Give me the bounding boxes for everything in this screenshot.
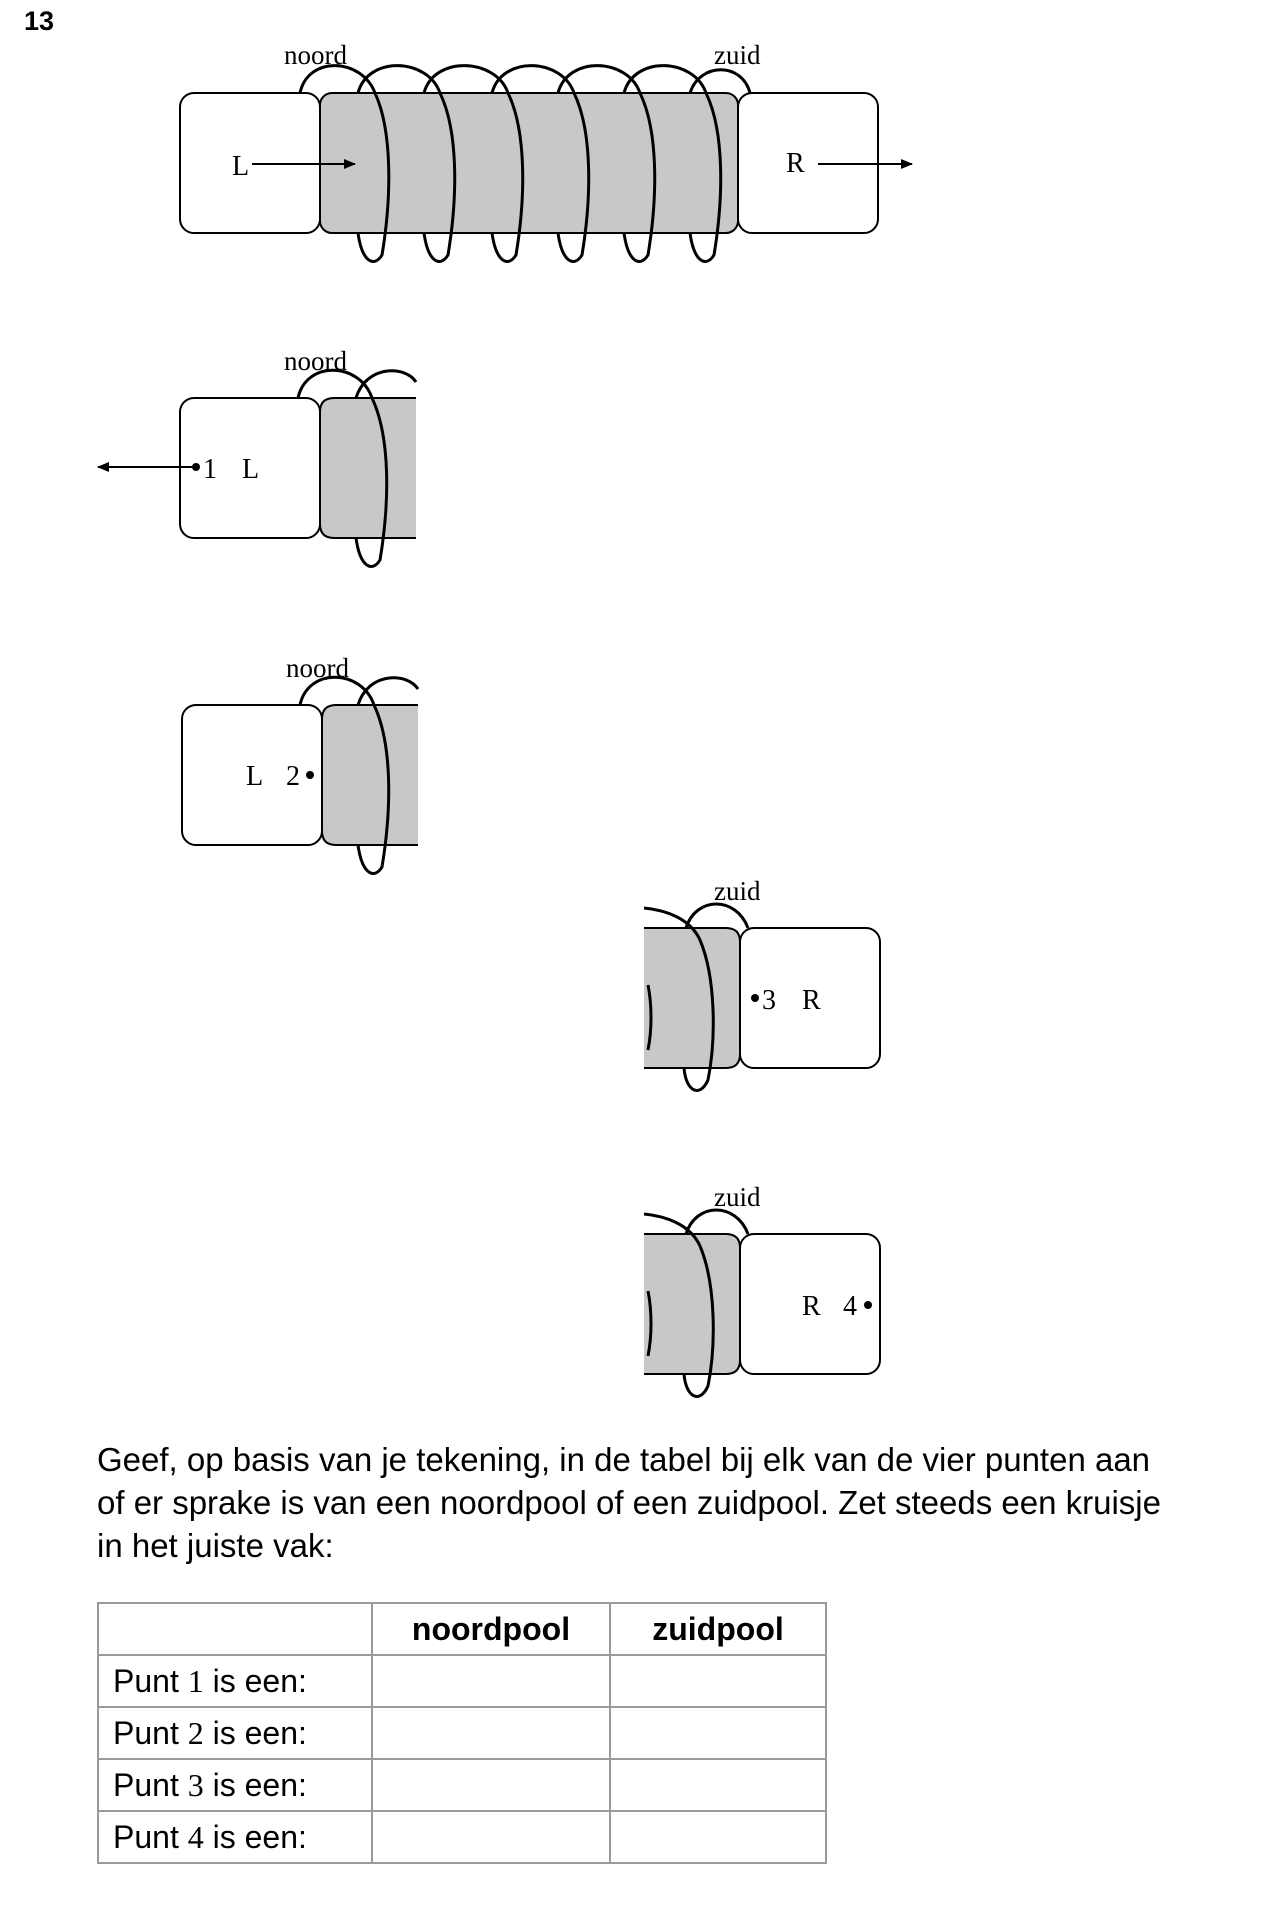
- table-header-row: noordpool zuidpool: [97, 1602, 827, 1656]
- cell-noordpool-1[interactable]: [371, 1654, 611, 1708]
- figure-point-2: L 2 noord: [181, 653, 420, 875]
- row-label: Punt 3 is een:: [97, 1758, 373, 1812]
- label-L: L: [242, 454, 259, 485]
- iron-core-partial: [644, 1233, 741, 1375]
- table-row: Punt 2 is een:: [97, 1706, 827, 1760]
- figure-point-3: 3 R zuid: [643, 876, 881, 1092]
- point-dot: [192, 463, 200, 471]
- main-coil-figure: L R noord zuid: [179, 40, 913, 263]
- row-label: Punt 4 is een:: [97, 1810, 373, 1864]
- label-zuid: zuid: [714, 40, 761, 70]
- point-number: 4: [843, 1291, 857, 1322]
- instruction-line: in het juiste vak:: [97, 1527, 334, 1564]
- label-zuid: zuid: [714, 1182, 761, 1212]
- cell-zuidpool-4[interactable]: [609, 1810, 827, 1864]
- point-number: 3: [762, 985, 776, 1016]
- iron-core-partial: [321, 704, 418, 846]
- figure-point-4: R 4 zuid: [643, 1182, 881, 1398]
- right-block: [739, 927, 881, 1069]
- instruction-line: Geef, op basis van je tekening, in de ta…: [97, 1441, 1151, 1478]
- coil-windings: [296, 368, 418, 568]
- label-R: R: [802, 1291, 821, 1322]
- electromagnet-figure: L R noord zuid 1 L noord: [97, 40, 913, 1398]
- label-noord: noord: [284, 40, 347, 70]
- instruction-line: of er sprake is van een noordpool of een…: [97, 1484, 1161, 1521]
- label-zuid: zuid: [714, 876, 761, 906]
- coil-windings: [643, 1208, 750, 1398]
- right-block: [739, 1233, 881, 1375]
- cell-noordpool-3[interactable]: [371, 1758, 611, 1812]
- iron-core-partial: [644, 927, 741, 1069]
- label-L: L: [246, 761, 263, 792]
- coil-windings: [298, 64, 752, 263]
- point-dot: [306, 771, 314, 779]
- header-zuidpool: zuidpool: [609, 1602, 827, 1656]
- label-L: L: [232, 151, 249, 182]
- cell-noordpool-4[interactable]: [371, 1810, 611, 1864]
- coil-windings: [298, 675, 420, 875]
- instruction-text: Geef, op basis van je tekening, in de ta…: [97, 1438, 1247, 1567]
- label-R: R: [786, 148, 805, 179]
- label-R: R: [802, 985, 821, 1016]
- header-empty: [97, 1602, 373, 1656]
- cell-zuidpool-2[interactable]: [609, 1706, 827, 1760]
- figure-point-1: 1 L noord: [97, 346, 418, 568]
- cell-noordpool-2[interactable]: [371, 1706, 611, 1760]
- table-row: Punt 4 is een:: [97, 1810, 827, 1864]
- point-dot: [864, 1301, 872, 1309]
- row-label: Punt 2 is een:: [97, 1706, 373, 1760]
- point-dot: [751, 994, 759, 1002]
- header-noordpool: noordpool: [371, 1602, 611, 1656]
- iron-core-partial: [319, 397, 416, 539]
- coil-windings: [643, 902, 750, 1092]
- cell-zuidpool-1[interactable]: [609, 1654, 827, 1708]
- point-number: 1: [203, 454, 217, 485]
- label-noord: noord: [286, 653, 349, 683]
- point-number: 2: [286, 761, 300, 792]
- question-number: 13: [24, 6, 55, 36]
- table-row: Punt 1 is een:: [97, 1654, 827, 1708]
- table-row: Punt 3 is een:: [97, 1758, 827, 1812]
- row-label: Punt 1 is een:: [97, 1654, 373, 1708]
- cell-zuidpool-3[interactable]: [609, 1758, 827, 1812]
- label-noord: noord: [284, 346, 347, 376]
- answer-table: noordpool zuidpool Punt 1 is een: Punt 2…: [97, 1602, 827, 1864]
